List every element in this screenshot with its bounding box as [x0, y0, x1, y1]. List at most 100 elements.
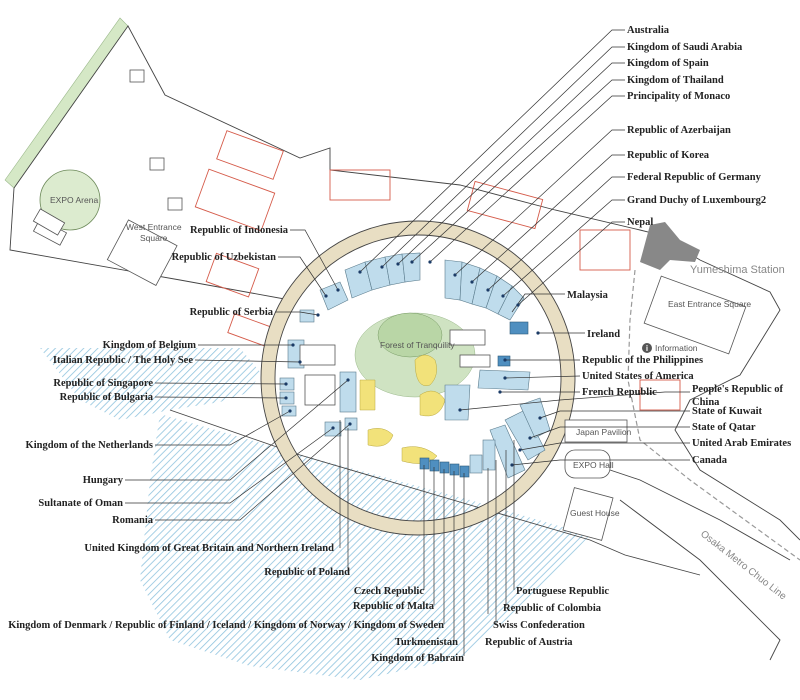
label-hungary: Hungary: [83, 475, 124, 486]
station-building: [640, 222, 700, 270]
label-singapore: Republic of Singapore: [53, 378, 153, 389]
label-korea: Republic of Korea: [627, 150, 710, 161]
east-entrance-plot: [643, 275, 747, 355]
label-philippines: Republic of the Philippines: [582, 355, 703, 366]
label-luxembourg: Grand Duchy of Luxembourg2: [627, 195, 766, 206]
information-label: Information: [655, 343, 698, 353]
red-plot-west-3: [205, 252, 260, 298]
expo-hall-label: EXPO Hall: [573, 460, 614, 470]
label-france: French Republic: [582, 387, 657, 398]
yellow-area-3: [419, 390, 446, 417]
label-spain: Kingdom of Spain: [627, 58, 709, 69]
grand-ring: [261, 221, 575, 535]
expo-hall-plot: [564, 449, 611, 479]
label-uae: United Arab Emirates: [692, 438, 791, 449]
label-china-1: People's Republic of: [692, 384, 784, 395]
label-canada: Canada: [692, 455, 728, 466]
label-saudi-arabia: Kingdom of Saudi Arabia: [627, 42, 743, 53]
label-malaysia: Malaysia: [567, 290, 609, 301]
label-china-2: China: [692, 397, 720, 408]
plot-west-1: [106, 219, 178, 286]
label-romania: Romania: [112, 515, 154, 526]
label-nepal: Nepal: [627, 217, 653, 228]
east-road-inner: [609, 469, 791, 561]
water-area: [140, 414, 590, 680]
inner-block-2: [304, 374, 336, 406]
expo-arena-label: EXPO Arena: [50, 195, 98, 205]
country-labels: Australia Kingdom of Saudi Arabia Kingdo…: [8, 25, 791, 664]
label-austria: Republic of Austria: [485, 637, 573, 648]
west-entrance-label-2: Square: [140, 233, 168, 243]
label-bahrain: Kingdom of Bahrain: [371, 653, 464, 664]
west-entrance-label-1: West Entrance: [126, 222, 182, 232]
label-ireland: Ireland: [587, 329, 620, 340]
label-switzerland: Swiss Confederation: [493, 620, 585, 631]
label-germany: Federal Republic of Germany: [627, 172, 762, 183]
expo-arena-stage: [32, 208, 66, 236]
label-azerbaijan: Republic of Azerbaijan: [627, 125, 731, 136]
label-colombia: Republic of Colombia: [503, 603, 602, 614]
forest-label: Forest of Tranquility: [380, 340, 455, 350]
label-portugal: Portuguese Republic: [516, 586, 609, 597]
label-kuwait: State of Kuwait: [692, 406, 762, 417]
plot-west-5: [167, 197, 183, 211]
expo-arena-circle: [39, 169, 101, 231]
inner-block-4: [459, 354, 491, 368]
label-belgium: Kingdom of Belgium: [103, 340, 197, 351]
label-uzbekistan: Republic of Uzbekistan: [172, 252, 277, 263]
label-bulgaria: Republic of Bulgaria: [60, 392, 154, 403]
grand-ring-inner-edge: [274, 234, 562, 522]
grand-ring-outer-edge: [260, 220, 576, 536]
japan-pavilion-label: Japan Pavilion: [576, 427, 632, 437]
yellow-area-1: [414, 354, 437, 386]
label-nordic: Kingdom of Denmark / Republic of Finland…: [8, 620, 444, 631]
red-plot-west-1: [194, 168, 276, 232]
label-italy: Italian Republic / The Holy See: [53, 355, 193, 366]
guest-house-plot: [562, 487, 614, 541]
pavilions-south: [419, 457, 470, 478]
pavilions-north-east: [444, 259, 529, 335]
label-usa: United States of America: [582, 371, 694, 382]
label-turkmenistan: Turkmenistan: [395, 637, 458, 648]
east-road: [619, 499, 781, 661]
east-entrance-label: East Entrance Square: [668, 299, 751, 309]
pavilions-west: [279, 339, 358, 437]
label-poland: Republic of Poland: [264, 567, 350, 578]
red-plot-north-1: [329, 169, 391, 201]
forest-core: [377, 312, 443, 358]
label-australia: Australia: [627, 25, 670, 36]
information-marker-glyph: i: [646, 344, 648, 353]
information-marker-circle: [642, 343, 652, 353]
inner-block-1: [299, 344, 336, 366]
metro-line-track: [627, 269, 800, 561]
guest-house-label: Guest House: [570, 508, 620, 518]
water-area-inlet: [40, 348, 260, 420]
red-plot-east-1: [579, 229, 631, 271]
pavilion-dots: [284, 260, 542, 467]
label-indonesia: Republic of Indonesia: [190, 225, 289, 236]
label-thailand: Kingdom of Thailand: [627, 75, 724, 86]
plot-west-3: [129, 69, 145, 83]
label-malta: Republic of Malta: [353, 601, 435, 612]
station-label: Yumeshima Station: [690, 264, 785, 276]
pavilions-north-west: [299, 252, 421, 323]
label-monaco: Principality of Monaco: [627, 91, 730, 102]
japan-pavilion-plot: [564, 419, 628, 443]
label-oman: Sultanate of Oman: [38, 498, 123, 509]
label-netherlands: Kingdom of the Netherlands: [26, 440, 153, 451]
west-zone-outline: [9, 187, 291, 301]
plot-west-4: [149, 157, 165, 171]
site-boundary: [13, 25, 800, 541]
yellow-area-2: [359, 379, 376, 411]
yellow-area-4: [367, 428, 394, 447]
label-czech: Czech Republic: [354, 586, 425, 597]
label-uk: United Kingdom of Great Britain and Nort…: [84, 543, 334, 554]
red-plot-east-2: [639, 379, 681, 411]
label-qatar: State of Qatar: [692, 422, 756, 433]
metro-line-label: Osaka Metro Chuo Line: [698, 529, 788, 603]
leader-lines: [125, 29, 690, 656]
inner-block-3: [449, 329, 486, 346]
red-plot-west-2: [216, 130, 284, 180]
label-serbia: Republic of Serbia: [190, 307, 274, 318]
